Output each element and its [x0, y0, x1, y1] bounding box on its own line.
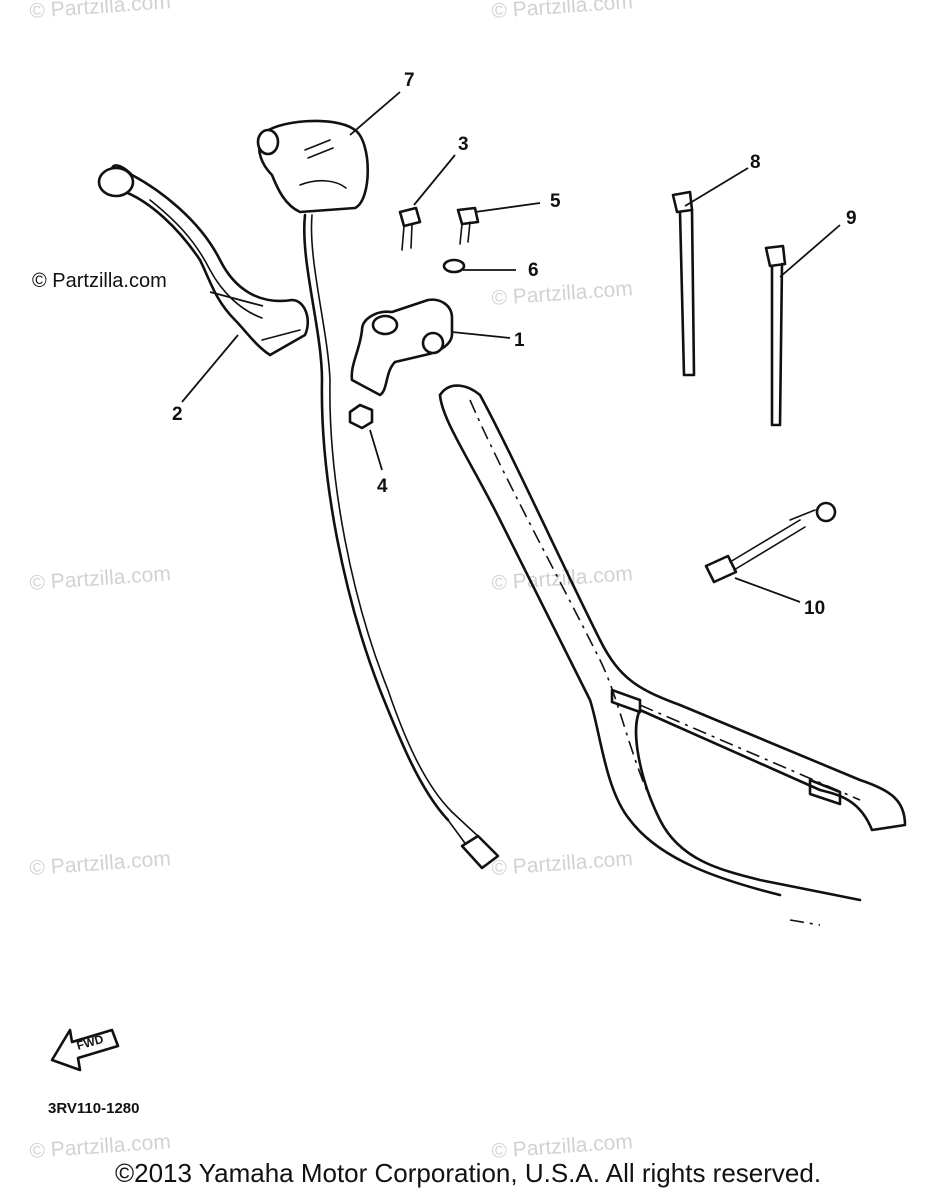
bracket — [350, 298, 454, 397]
callout-8: 8 — [750, 152, 761, 173]
callout-6: 6 — [528, 260, 539, 281]
watermark-left-low: © Partzilla.com — [29, 847, 172, 880]
fasteners — [348, 206, 480, 430]
switch-assembly — [256, 119, 370, 214]
lead-wire — [704, 501, 837, 584]
watermark-right-mid: © Partzilla.com — [491, 562, 634, 595]
diagram-code: 3RV110-1280 — [48, 1100, 140, 1117]
callout-3: 3 — [458, 134, 469, 155]
watermark-right-low: © Partzilla.com — [491, 847, 634, 880]
watermark-left-mid: © Partzilla.com — [29, 562, 172, 595]
callout-2: 2 — [172, 404, 183, 425]
callout-7: 7 — [404, 70, 415, 91]
watermark-top-left: © Partzilla.com — [29, 0, 172, 23]
watermark-top-right: © Partzilla.com — [491, 0, 634, 23]
callout-9: 9 — [846, 208, 857, 229]
callouts: 7 3 5 6 1 2 4 8 9 10 — [172, 70, 857, 619]
callout-5: 5 — [550, 191, 561, 212]
partzilla-label: © Partzilla.com — [32, 270, 167, 292]
copyright-text: ©2013 Yamaha Motor Corporation, U.S.A. A… — [114, 1158, 822, 1188]
callout-4: 4 — [377, 476, 388, 497]
handlebar — [438, 384, 907, 926]
lever — [97, 164, 310, 357]
fwd-arrow: FWD — [50, 1028, 120, 1072]
callout-10: 10 — [804, 598, 825, 619]
leader-lines — [181, 91, 841, 603]
switch-wire — [303, 213, 500, 870]
watermark-mid-upper: © Partzilla.com — [491, 277, 634, 310]
callout-1: 1 — [514, 330, 525, 351]
cable-ties — [671, 190, 787, 427]
